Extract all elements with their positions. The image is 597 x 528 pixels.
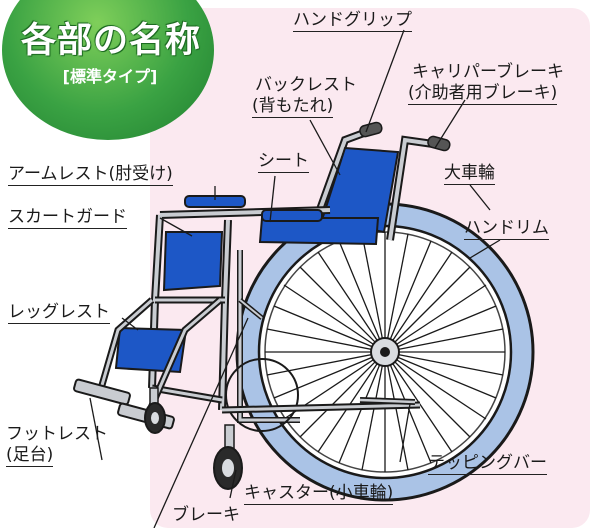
brake xyxy=(238,298,264,320)
leader-lines xyxy=(89,29,501,528)
label-big-wheel: 大車輪 xyxy=(444,163,495,185)
label-footrest: フットレスト xyxy=(6,424,108,444)
label-skirt-guard: スカートガード xyxy=(8,207,127,229)
label-tipping-bar: テッピングバー xyxy=(428,453,547,475)
diagram-subtitle: [標準タイプ] xyxy=(62,67,158,86)
label-footrest-note: (足台) xyxy=(6,445,54,467)
label-caster: キャスター(小車輪) xyxy=(244,483,394,505)
label-hand-grip: ハンドグリップ xyxy=(293,10,412,32)
hand-grip xyxy=(359,121,451,152)
tipping-bar xyxy=(359,397,416,405)
label-brake: ブレーキ xyxy=(172,505,240,525)
diagram-title: 各部の名称 xyxy=(20,21,201,61)
skirt-guard xyxy=(162,231,224,292)
seat xyxy=(258,217,380,246)
label-hand-rim: ハンドリム xyxy=(464,218,549,240)
label-caliper-brake-note: (介助者用ブレーキ) xyxy=(408,83,558,105)
label-caliper-brake: キャリパーブレーキ xyxy=(412,62,564,82)
backrest xyxy=(320,146,400,234)
label-backrest-note: (背もたれ) xyxy=(252,96,334,118)
label-armrest: アームレスト(肘受け) xyxy=(8,164,173,186)
armrest xyxy=(184,195,323,222)
label-backrest: バックレスト xyxy=(255,75,357,95)
label-legrest: レッグレスト xyxy=(8,302,110,324)
caster xyxy=(144,387,243,490)
label-seat: シート xyxy=(258,151,309,173)
leg-supports xyxy=(96,297,223,412)
title-badge xyxy=(2,0,214,140)
